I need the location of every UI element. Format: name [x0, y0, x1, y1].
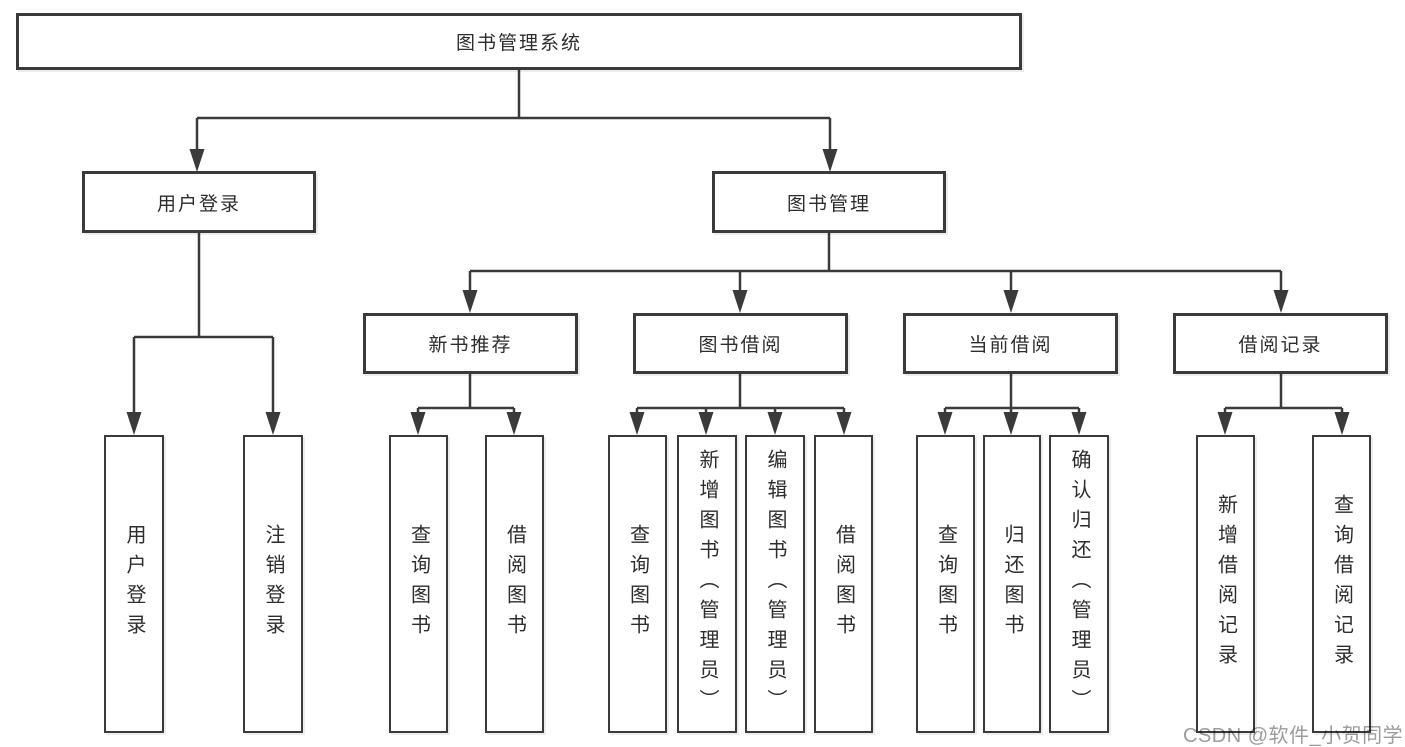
connector-borrow-records-group: [1217, 374, 1350, 435]
node-book-management-label: 图书管理: [786, 193, 871, 215]
connector-book-borrow-group: [629, 374, 852, 435]
connector-root-to-level2: [189, 69, 838, 172]
leaf-logout: 注销登录: [243, 435, 303, 733]
leaf-confirm-return-admin: 确认归还（管理员）: [1049, 435, 1109, 733]
leaf-borrow-books-2: 借阅图书: [814, 435, 873, 733]
node-library-system: 图书管理系统: [16, 13, 1022, 70]
watermark: CSDN @软件_小贺同学: [1183, 725, 1404, 747]
node-borrow-records: 借阅记录: [1173, 313, 1388, 374]
connector-user-login-group: [126, 233, 281, 435]
leaf-add-borrow-record: 新增借阅记录: [1196, 435, 1255, 733]
leaf-query-books-2: 查询图书: [608, 435, 667, 733]
node-current-borrow: 当前借阅: [903, 313, 1118, 374]
node-book-borrow-label: 图书借阅: [698, 335, 783, 356]
leaf-edit-book-admin: 编辑图书（管理员）: [745, 435, 805, 733]
node-book-borrow: 图书借阅: [633, 313, 848, 374]
node-new-book-recommend: 新书推荐: [363, 313, 578, 374]
leaf-user-login: 用户登录: [104, 435, 164, 733]
connector-current-borrow-group: [937, 374, 1087, 435]
node-library-system-label: 图书管理系统: [455, 33, 582, 54]
leaf-borrow-books-1: 借阅图书: [485, 435, 544, 733]
node-book-management: 图书管理: [712, 171, 946, 233]
leaf-return-books: 归还图书: [983, 435, 1041, 733]
leaf-query-books-1: 查询图书: [389, 435, 448, 733]
node-user-login: 用户登录: [82, 171, 316, 233]
leaf-query-borrow-record: 查询借阅记录: [1312, 435, 1371, 733]
connector-book-management-to-sections: [462, 233, 1289, 313]
leaf-add-book-admin: 新增图书（管理员）: [677, 435, 737, 733]
connector-new-book-recommend-group: [410, 374, 522, 435]
node-user-login-label: 用户登录: [156, 193, 241, 215]
node-new-book-recommend-label: 新书推荐: [428, 335, 513, 356]
node-current-borrow-label: 当前借阅: [968, 335, 1053, 356]
node-borrow-records-label: 借阅记录: [1238, 335, 1323, 356]
leaf-query-books-3: 查询图书: [916, 435, 975, 733]
